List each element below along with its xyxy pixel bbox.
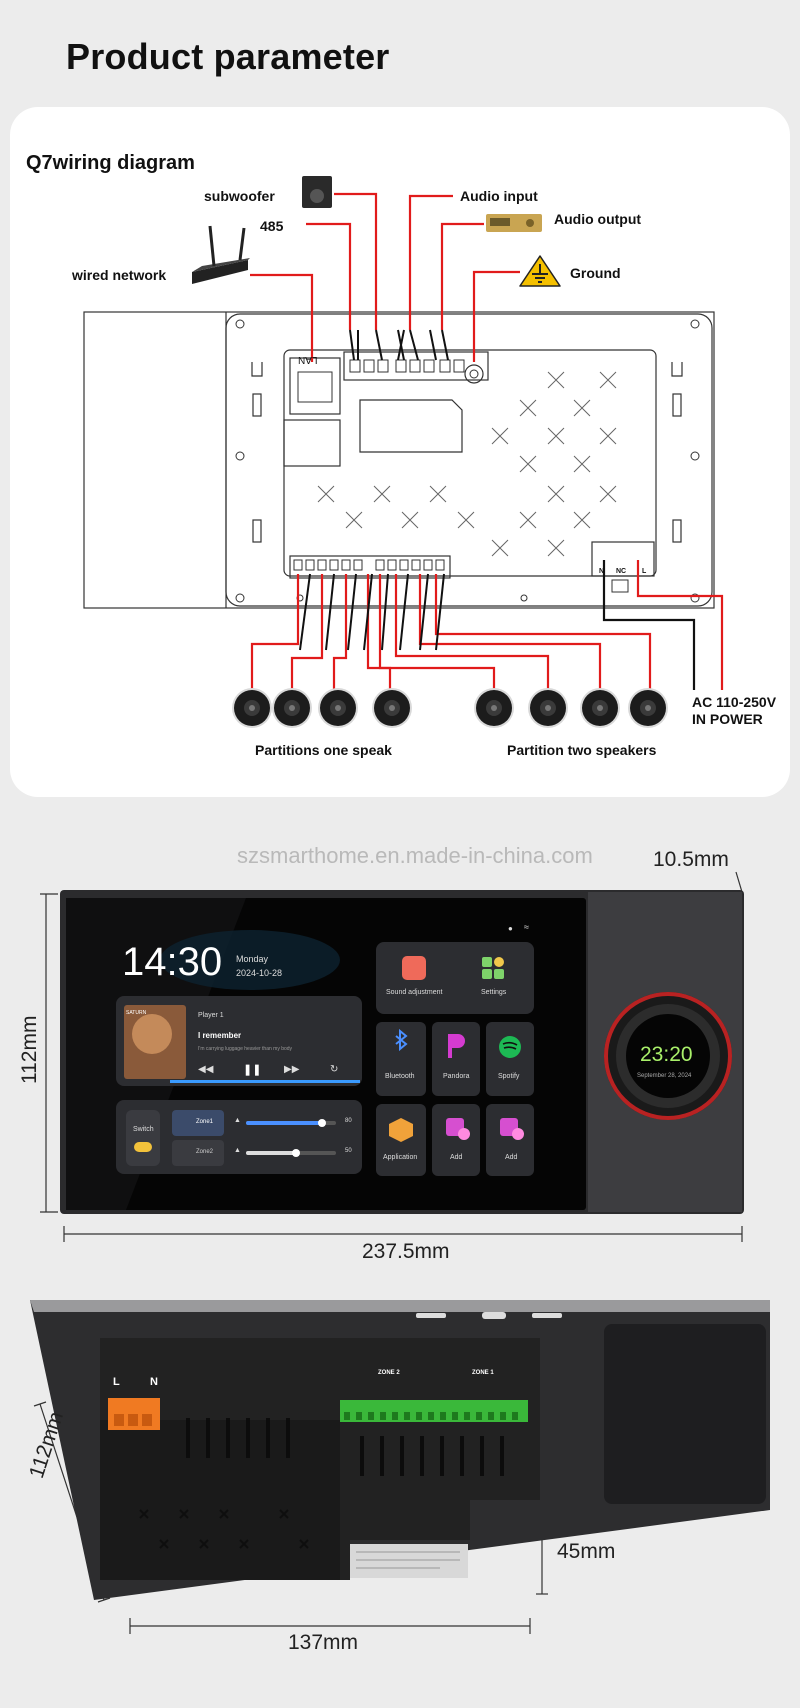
vent-marks <box>317 371 617 557</box>
clock-day: Monday <box>236 954 269 964</box>
tile-add-label-2[interactable]: Add <box>505 1154 518 1161</box>
ground-label: Ground <box>570 265 621 281</box>
tile-pandora <box>432 1022 480 1096</box>
audio-input-label: Audio input <box>460 188 538 204</box>
wifi-icon: ≈ <box>524 922 529 932</box>
nc-label: NC <box>616 568 627 575</box>
tile-add-2 <box>486 1104 534 1176</box>
back-vent-marks <box>139 1509 309 1549</box>
power-wire-neutral <box>602 560 696 690</box>
bluetooth-icon <box>395 1028 408 1052</box>
tile-pandora-label[interactable]: Pandora <box>443 1073 470 1080</box>
knob-date: September 28, 2024 <box>637 1073 692 1079</box>
knob-display <box>626 1014 710 1098</box>
next-icon[interactable]: ▶▶ <box>284 1064 300 1075</box>
zone-two-wires <box>378 574 652 690</box>
housing-outline <box>83 311 715 609</box>
add-icon-2 <box>500 1118 524 1140</box>
rs485-label: 485 <box>260 218 284 234</box>
page-title: Product parameter <box>66 36 390 77</box>
speaker-icons <box>232 688 668 728</box>
zone2-volume: 50 <box>345 1148 352 1154</box>
back-depth-dimension: 45mm <box>557 1540 616 1563</box>
spotify-icon <box>499 1036 521 1058</box>
zone1-label[interactable]: Zone1 <box>196 1119 214 1125</box>
back-width-dimension: 137mm <box>288 1631 359 1654</box>
switch-label[interactable]: Switch <box>133 1126 154 1133</box>
zone-two-label: Partition two speakers <box>507 742 657 758</box>
song-lyric: I'm carrying luggage heavier than my bod… <box>198 1046 293 1052</box>
zone2-terminal <box>340 1400 436 1422</box>
pandora-icon <box>448 1034 465 1058</box>
bottom-terminal <box>289 555 451 579</box>
repeat-icon[interactable]: ↻ <box>330 1064 339 1075</box>
back-n-label: N <box>150 1376 158 1388</box>
lan-port <box>289 357 341 415</box>
router-icon <box>192 225 250 284</box>
clock-date: 2024-10-28 <box>236 968 283 978</box>
top-wires <box>250 192 520 362</box>
ground-warning-icon <box>519 255 561 287</box>
tile-application-label[interactable]: Application <box>383 1154 418 1161</box>
n-label: N <box>599 568 605 575</box>
song-title: I remember <box>198 1031 242 1040</box>
depth-dimension: 10.5mm <box>653 848 729 871</box>
tile-bluetooth <box>376 1022 426 1096</box>
zone-one-black-wires <box>299 573 373 651</box>
zone1-volume-icon: ▲ <box>234 1117 241 1124</box>
zone2-label[interactable]: Zone2 <box>196 1149 214 1155</box>
knob-time: 23:20 <box>640 1043 693 1066</box>
back-l-label: L <box>113 1376 120 1388</box>
amplifier-icon <box>486 214 542 232</box>
front-width-dimension: 237.5mm <box>362 1240 450 1263</box>
player-name: Player 1 <box>198 1012 224 1019</box>
tile-spotify-label[interactable]: Spotify <box>498 1073 520 1080</box>
audio-output-label: Audio output <box>554 211 642 227</box>
zone-one-label: Partitions one speak <box>255 742 392 758</box>
power-label-2: IN POWER <box>692 711 763 727</box>
zone-two-black-wires <box>381 573 445 651</box>
tile-sound-label[interactable]: Sound adjustment <box>386 989 443 996</box>
previous-icon[interactable]: ◀◀ <box>198 1064 214 1075</box>
clock-time: 14:30 <box>122 940 223 984</box>
wired-network-label: wired network <box>72 267 167 283</box>
wiring-heading: Q7wiring diagram <box>26 152 195 174</box>
rating-label <box>350 1544 468 1578</box>
subwoofer-label: subwoofer <box>204 188 275 204</box>
pause-icon[interactable]: ❚❚ <box>243 1064 262 1076</box>
l-label: L <box>642 568 647 575</box>
zone1-label-back: ZONE 1 <box>472 1370 494 1376</box>
tile-bluetooth-label[interactable]: Bluetooth <box>385 1073 415 1080</box>
power-wire-live <box>636 560 724 690</box>
zone2-label-back: ZONE 2 <box>378 1370 400 1376</box>
tile-add-1 <box>432 1104 480 1176</box>
back-plate <box>225 313 713 607</box>
album-title: SATURN <box>126 1010 147 1016</box>
settings-icon <box>482 957 504 979</box>
power-label-1: AC 110-250V <box>692 694 777 710</box>
mic-icon: ● <box>508 924 513 933</box>
top-black-wires <box>349 329 449 361</box>
zone2-volume-icon: ▲ <box>234 1147 241 1154</box>
application-icon <box>389 1118 413 1142</box>
tile-spotify <box>486 1022 534 1096</box>
zone1-volume: 80 <box>345 1118 352 1124</box>
tile-settings-label[interactable]: Settings <box>481 989 507 996</box>
watermark: szsmarthome.en.made-in-china.com <box>237 843 593 868</box>
tile-add-label-1[interactable]: Add <box>450 1154 463 1161</box>
sound-adjustment-icon <box>402 956 426 980</box>
power-terminal <box>591 541 655 577</box>
add-icon-1 <box>446 1118 470 1140</box>
